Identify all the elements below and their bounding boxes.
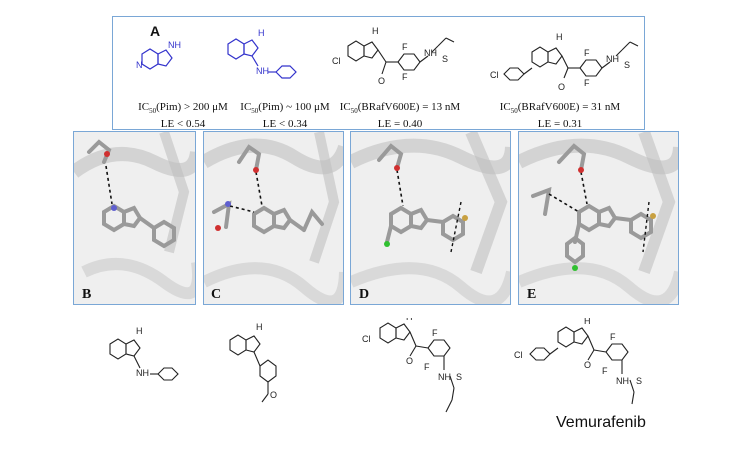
bottom-d-f2: F: [424, 362, 430, 372]
atom-nh-1: NH: [168, 40, 181, 50]
bottom-structure-e: [529, 326, 635, 405]
bottom-c-o: O: [270, 390, 277, 400]
caption-compound-2: IC50(Pim) ~ 100 μM LE < 0.34: [240, 101, 330, 131]
bottom-e-s: S: [636, 376, 642, 386]
panel-label-e: E: [527, 287, 537, 302]
bottom-d-cl: Cl: [362, 334, 371, 344]
atom-n-3: NH: [424, 48, 437, 58]
structure-compound-d: [347, 37, 455, 75]
bottom-structure-c: [229, 334, 277, 403]
atom-f-4b: F: [584, 78, 590, 88]
bottom-e-cl: Cl: [514, 350, 523, 360]
bottom-structures: H NH H O Cl H O F F NH S: [109, 318, 642, 413]
panel-c-render: [204, 132, 343, 304]
panel-e-render: [519, 132, 678, 304]
atom-h-2: H: [258, 28, 265, 38]
drug-name-label: Vemurafenib: [556, 414, 646, 431]
bottom-e-h: H: [584, 318, 591, 326]
structure-azaindole: [141, 48, 173, 70]
bottom-e-nh: NH: [616, 376, 629, 386]
panel-label-b: B: [82, 287, 92, 302]
bottom-structure-b: [109, 338, 179, 381]
panel-label-c: C: [211, 287, 222, 302]
panel-c: [203, 131, 344, 305]
atom-nh-2: NH: [256, 66, 269, 76]
bottom-d-nh: NH: [438, 372, 451, 382]
bottom-structure-d: [379, 322, 455, 413]
bottom-e-f2: F: [602, 366, 608, 376]
bottom-d-o: O: [406, 356, 413, 366]
atom-o-4: O: [558, 82, 565, 92]
bottom-d-h: H: [406, 318, 413, 322]
atom-n-4: NH: [606, 54, 619, 64]
atom-o-3: O: [378, 76, 385, 86]
panel-d: [350, 131, 511, 305]
compound-table-box: [112, 16, 645, 130]
atom-h-3: H: [372, 26, 379, 36]
panel-label-a: A: [150, 23, 160, 39]
bottom-d-f1: F: [432, 328, 438, 338]
bottom-c-h: H: [256, 322, 263, 332]
structure-anilino-azaindole: [227, 38, 297, 79]
structure-compound-e: [503, 41, 639, 81]
atom-cl-4: Cl: [490, 70, 499, 80]
panel-label-d: D: [359, 287, 370, 302]
atom-f-4a: F: [584, 48, 590, 58]
top-structures: A NH N H NH Cl H O F F NH S: [136, 23, 639, 92]
atom-s-4: S: [624, 60, 630, 70]
atom-s-3: S: [442, 54, 448, 64]
atom-h-4: H: [556, 32, 563, 42]
panel-b: [73, 131, 196, 305]
caption-compound-1: IC50(Pim) > 200 μM LE < 0.54: [138, 101, 228, 131]
bottom-e-o: O: [584, 360, 591, 370]
panel-b-render: [74, 132, 195, 304]
caption-compound-4: IC50(BRafV600E) = 31 nM LE = 0.31: [499, 101, 621, 131]
atom-f-3a: F: [402, 42, 408, 52]
bottom-d-s: S: [456, 372, 462, 382]
panel-e: [518, 131, 679, 305]
caption-compound-3: IC50(BRafV600E) = 13 nM LE = 0.40: [339, 101, 461, 131]
atom-cl-3: Cl: [332, 56, 341, 66]
atom-f-3b: F: [402, 72, 408, 82]
bottom-b-h: H: [136, 326, 143, 336]
bottom-e-f1: F: [610, 332, 616, 342]
atom-n-1: N: [136, 60, 143, 70]
bottom-b-nh: NH: [136, 368, 149, 378]
panel-d-render: [351, 132, 510, 304]
